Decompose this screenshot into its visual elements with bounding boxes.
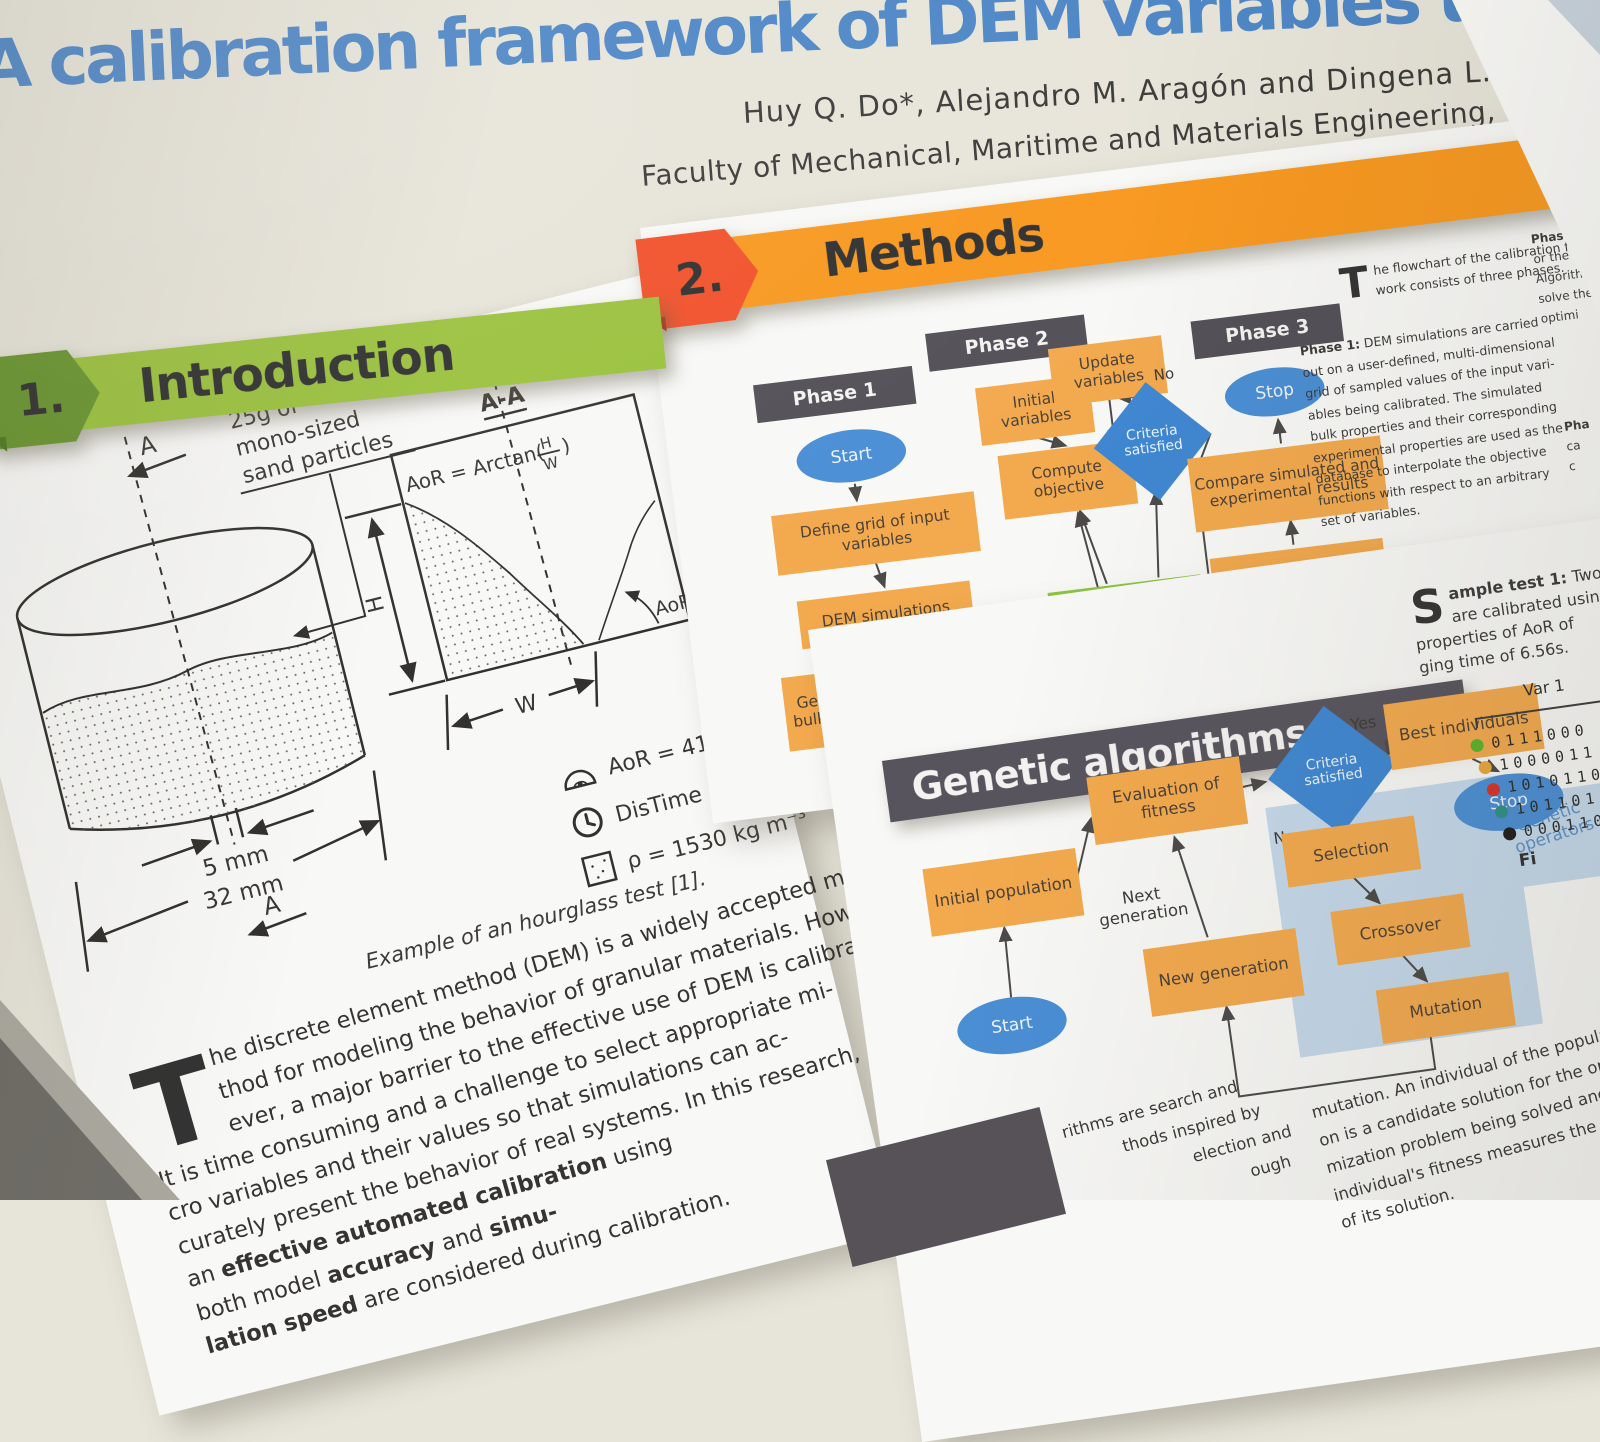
dimH-bottom-tick: [388, 679, 446, 696]
dimH-arrow: [367, 517, 417, 684]
green-dot-icon: [1469, 737, 1485, 753]
formula-close: ): [559, 433, 572, 458]
dim5-right-arrow: [246, 809, 315, 836]
figure-label-fragment: Fi: [1517, 848, 1538, 872]
cylinder-sand-fill: [43, 632, 365, 830]
hourglass-figure: A 25g of mono-sized sand particles 5 mm …: [15, 381, 694, 972]
aor-formula: AoR = Arctan(: [403, 439, 547, 497]
formula-frac-h: H: [538, 433, 553, 453]
clock-icon: [572, 807, 603, 838]
dim5-left-arrow: [141, 838, 213, 867]
genetic-algorithms-panel: Genetic algorithms Geneticoperators Star…: [808, 476, 1600, 1442]
section-sand-surface: [404, 502, 585, 645]
section-a-bottom-arrow: [247, 911, 307, 937]
dimW-right-tick: [594, 651, 599, 707]
sample-test-text: S ample test 1: Two vari are calibrated …: [1407, 558, 1600, 678]
aor-slope-line: [598, 500, 656, 641]
phase2-description-clipped: Phase 2: A sim or the Non-d Algorithm so…: [1530, 221, 1600, 326]
mass-leader-arrow: [292, 473, 367, 639]
ga-node-new-generation: New generation: [1142, 928, 1305, 1017]
teal-dot-icon: [1494, 803, 1509, 819]
density-icon: [580, 850, 618, 888]
distime-stat: DisTime = 6.56 s: [565, 747, 804, 850]
funnel-right-line: [234, 807, 245, 838]
dimW-arrow-right: [548, 677, 596, 697]
formula-frac-w: W: [541, 453, 560, 474]
mass-label-underline: [240, 449, 416, 495]
section-a-top-arrow: [126, 453, 187, 479]
ga-node-initial-population: Initial population: [922, 847, 1085, 937]
ga-yes-label: Yes: [1349, 711, 1378, 735]
dim32-right-arrow: [292, 819, 381, 862]
dim32-left-tick: [74, 881, 90, 972]
methods-dropcap: T: [1337, 256, 1372, 309]
formula-frac-bar: [537, 449, 561, 457]
section-box: [389, 393, 692, 682]
red-dot-icon: [1485, 781, 1501, 797]
phase1-node-define-grid: Define grid of input variables: [771, 491, 981, 576]
black-dot-icon: [1502, 825, 1517, 841]
cylinder-right-wall: [311, 544, 367, 756]
protractor-icon: [564, 769, 597, 792]
cylinder-top-ellipse: [15, 526, 314, 637]
sample-dropcap: S: [1407, 577, 1448, 636]
dimW-label: W: [513, 690, 540, 720]
dimW-arrow-left: [451, 708, 504, 729]
dim32-left-arrow: [86, 900, 189, 943]
vartable-col1-header: Var 1: [1522, 675, 1566, 700]
dimW-left-tick: [445, 694, 450, 751]
phase1-description: Phase 1: DEM simulations are carried out…: [1298, 314, 1564, 530]
aor-angle-arc: [624, 590, 660, 624]
ga-start-node: Start: [953, 990, 1071, 1061]
phase1-header: Phase 1: [753, 365, 917, 424]
test-stats: AoR = 41.57° DisTime = 6.56 s ρ = 1530 k…: [554, 700, 816, 896]
aor-stat: AoR = 41.57°: [554, 700, 793, 803]
dimH-top-tick: [344, 502, 402, 520]
density-stat: ρ = 1530 kg m⁻³: [577, 793, 816, 896]
phase2-no-label: No: [1152, 364, 1176, 385]
funnel-left-line: [209, 815, 220, 845]
cylinder-left-wall: [16, 617, 72, 830]
ga-bottom-left-text: rithms are search and thods inspired by …: [1059, 1076, 1294, 1181]
phase1-start-node: Start: [793, 423, 910, 489]
orange-dot-icon: [1477, 759, 1493, 775]
section-aa-underline: [483, 407, 528, 421]
sand-surface-line: [42, 631, 333, 714]
section-a-bottom-label: A: [260, 890, 283, 921]
section-sand-fill: [405, 503, 584, 678]
methods-title: Methods: [820, 207, 1047, 289]
introduction-panel: A 25g of mono-sized sand particles 5 mm …: [0, 271, 909, 1416]
section-axis-line: [493, 381, 574, 670]
section-a-top-label: A: [136, 430, 159, 461]
dimH-label: H: [362, 593, 390, 615]
dim32-right-tick: [372, 770, 388, 861]
